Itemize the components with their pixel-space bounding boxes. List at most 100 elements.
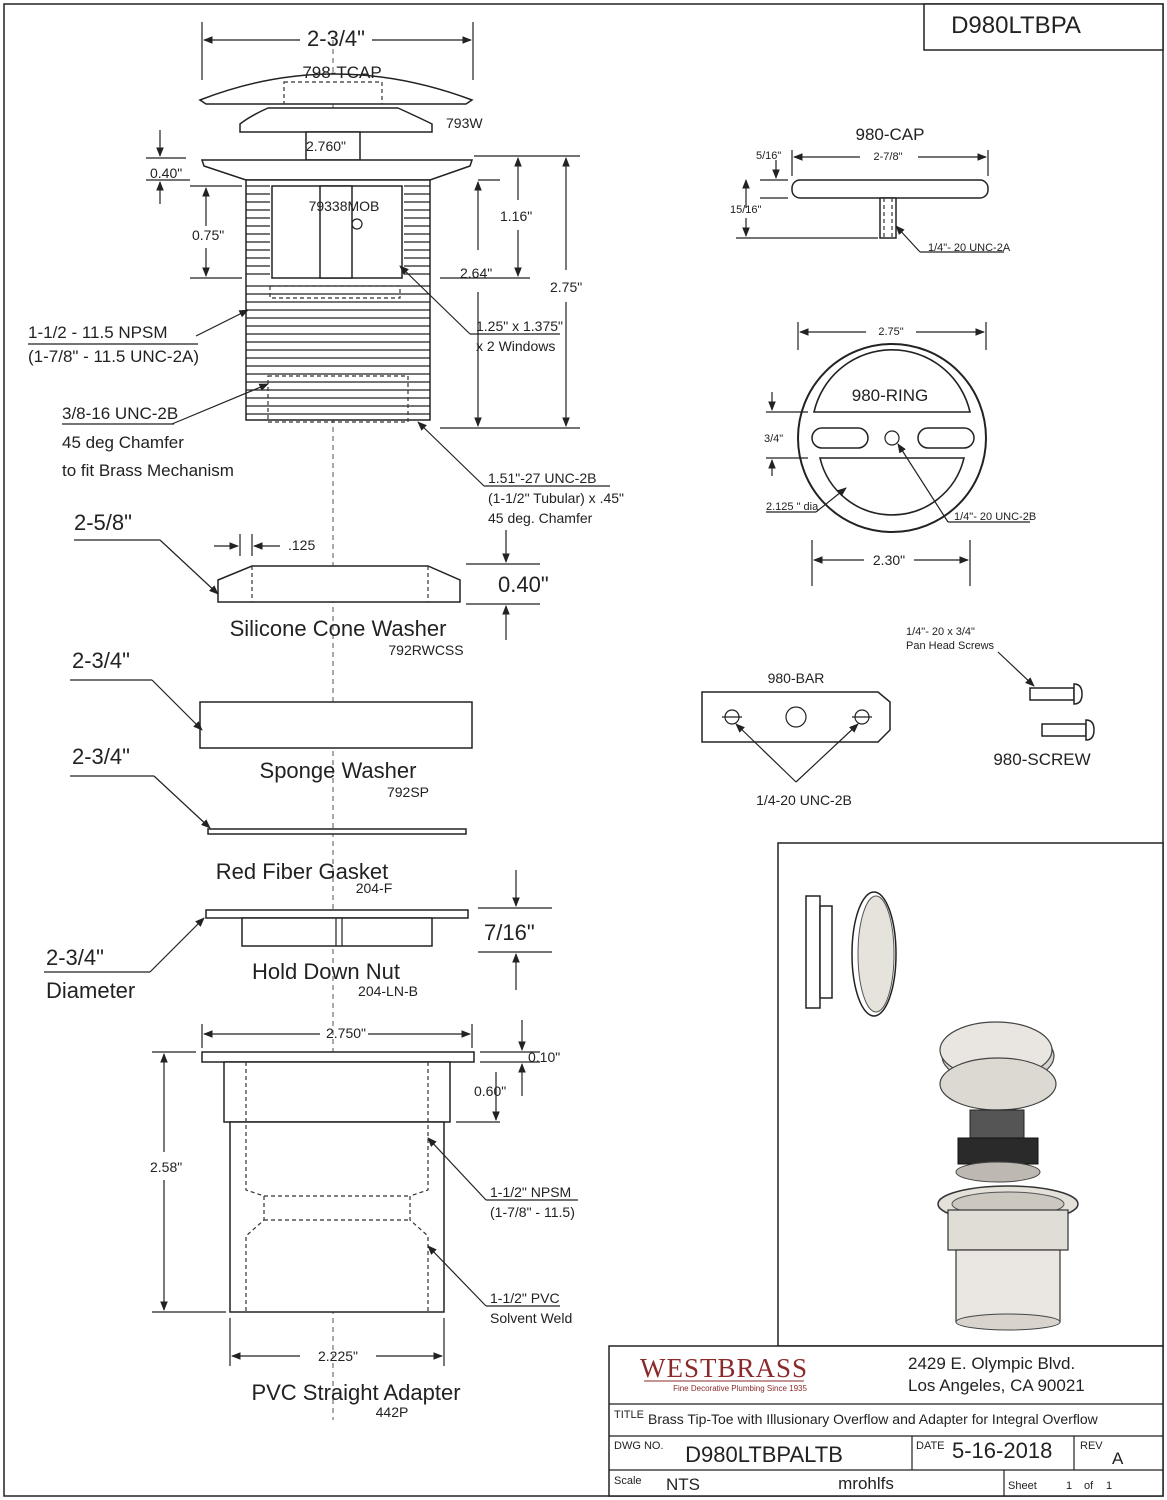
body-label: 79338MOB <box>309 198 380 214</box>
adapter-height-dim: 2.58" <box>150 1159 182 1175</box>
sheet-of: of <box>1084 1480 1094 1492</box>
cap-980-thread: 1/4"- 20 UNC-2A <box>928 242 1011 254</box>
address-line-2: Los Angeles, CA 90021 <box>908 1376 1085 1395</box>
drawn-by: mrohlfs <box>838 1474 894 1493</box>
cap-980-thick: 5/16" <box>756 150 781 162</box>
dim-264: 2.64" <box>460 265 492 281</box>
adapter-pvc-1: 1-1/2" PVC <box>490 1290 560 1306</box>
screw-name: 980-SCREW <box>993 750 1090 769</box>
sponge-washer-code: 792SP <box>387 784 429 800</box>
ring-dim-34: 3/4" <box>764 433 783 445</box>
bar-980: 980-BAR 1/4-20 UNC-2B <box>701 670 891 808</box>
chamfer-label-1: 3/8-16 UNC-2B <box>62 404 178 423</box>
address-line-1: 2429 E. Olympic Blvd. <box>908 1354 1075 1373</box>
nut-dim: 2-3/4" <box>46 945 104 970</box>
hold-down-nut: 2-3/4" Diameter 7/16" Hold Down Nut 204-… <box>44 870 552 1003</box>
cone-washer-code: 792RWCSS <box>388 642 463 658</box>
screw-980: 1/4"- 20 x 3/4" Pan Head Screws 980-SCRE… <box>906 626 1095 769</box>
cone-washer-height: 0.40" <box>498 572 549 597</box>
adapter-top-dim: 2.750" <box>326 1025 366 1041</box>
date-label: DATE <box>916 1440 945 1452</box>
bar-thread: 1/4-20 UNC-2B <box>756 792 852 808</box>
cone-washer-thickness: .125 <box>288 537 315 553</box>
bottom-label-3: 45 deg. Chamfer <box>488 510 593 526</box>
title-label: TITLE <box>614 1409 644 1421</box>
adapter-flange-dim: 0.10" <box>528 1049 560 1065</box>
sheet-total: 1 <box>1106 1480 1112 1492</box>
flange-shape <box>200 159 474 181</box>
rev-value: A <box>1112 1449 1124 1468</box>
ring-name: 980-RING <box>852 386 929 405</box>
nut-dim-note: Diameter <box>46 978 135 1003</box>
ring-bottom: 2.30" <box>873 552 905 568</box>
ring-outer <box>797 343 987 533</box>
ring-width: 2.75" <box>878 326 903 338</box>
product-3d-view <box>777 842 1164 1347</box>
sheet-label: Sheet <box>1008 1480 1037 1492</box>
drawing-number: D980LTBPA <box>951 12 1081 39</box>
drain-width-dim: 2-3/4" <box>307 26 365 51</box>
cap-shape <box>198 73 474 105</box>
thread-label-2: (1-7/8" - 11.5 UNC-2A) <box>28 347 199 366</box>
gasket-dim: 2-3/4" <box>72 744 130 769</box>
date-value: 5-16-2018 <box>952 1438 1052 1463</box>
title-block: WESTBRASS Fine Decorative Plumbing Since… <box>608 1345 1164 1497</box>
dwg-label: DWG NO. <box>614 1440 664 1452</box>
sponge-washer-name: Sponge Washer <box>260 758 417 783</box>
cap-980: 980-CAP 2-7/8" 5/16" 15/16" 1/4"- 20 UNC… <box>730 125 1011 254</box>
adapter-npsm-1: 1-1/2" NPSM <box>490 1184 571 1200</box>
washer-shape <box>239 107 433 133</box>
scale-value: NTS <box>666 1475 700 1494</box>
dim-275: 2.75" <box>550 279 582 295</box>
ring-980: 2.75" 980-RING 3/4" 2.125 " dia 1/4"- 20… <box>764 322 1036 586</box>
drawing-number-box: D980LTBPA <box>923 3 1164 51</box>
ring-thread: 1/4"- 20 UNC-2B <box>954 511 1036 523</box>
adapter-pvc-2: Solvent Weld <box>490 1310 572 1326</box>
nut-name: Hold Down Nut <box>252 959 400 984</box>
sponge-washer: 2-3/4" Sponge Washer 792SP <box>70 648 473 800</box>
cap-980-width: 2-7/8" <box>874 151 903 163</box>
adapter-name: PVC Straight Adapter <box>251 1380 460 1405</box>
washer-label: 793W <box>446 115 483 131</box>
rev-label: REV <box>1080 1440 1103 1452</box>
windows-label-2: x 2 Windows <box>476 338 555 354</box>
dim-116: 1.16" <box>500 208 532 224</box>
bottom-label-2: (1-1/2" Tubular) x .45" <box>488 490 624 506</box>
cone-washer-name: Silicone Cone Washer <box>230 616 447 641</box>
cone-washer: 2-5/8" .125 0.40" Silicone Cone Washer 7… <box>74 510 549 658</box>
thread-label-1: 1-1/2 - 11.5 NPSM <box>28 323 168 342</box>
adapter-bottom-dim: 2.225" <box>318 1348 358 1364</box>
sponge-washer-dim: 2-3/4" <box>72 648 130 673</box>
ring-dia: 2.125 " dia <box>766 501 819 513</box>
nut-height: 7/16" <box>484 920 535 945</box>
adapter-npsm-2: (1-7/8" - 11.5) <box>490 1204 575 1220</box>
bottom-label-1: 1.51"-27 UNC-2B <box>488 470 596 486</box>
adapter-depth-dim: 0.60" <box>474 1083 506 1099</box>
drain-assembly: 2-3/4" 798-TCAP 793W 2.760" 0.40" <box>28 22 624 526</box>
sheet-number: 1 <box>1066 1480 1072 1492</box>
dwg-number: D980LTBPALTB <box>685 1442 843 1467</box>
bar-name: 980-BAR <box>768 670 825 686</box>
window-height-dim: 0.75" <box>192 227 224 243</box>
screw-spec-2: Pan Head Screws <box>906 640 995 652</box>
flange-height-dim: 0.40" <box>150 165 182 181</box>
pvc-adapter: 2.750" 0.10" 0.60" 2.58" 1-1/2" NPSM (1-… <box>150 1020 578 1420</box>
red-fiber-gasket: 2-3/4" Red Fiber Gasket 204-F <box>70 744 467 896</box>
screw-spec-1: 1/4"- 20 x 3/4" <box>906 626 975 638</box>
windows-label-1: 1.25" x 1.375" <box>476 318 563 334</box>
gasket-code: 204-F <box>356 880 393 896</box>
chamfer-label-2: 45 deg Chamfer <box>62 433 184 452</box>
gasket-name: Red Fiber Gasket <box>216 859 388 884</box>
brand-tagline: Fine Decorative Plumbing Since 1935 <box>673 1384 807 1393</box>
cap-980-height: 15/16" <box>730 204 762 216</box>
adapter-code: 442P <box>376 1404 409 1420</box>
drawing-title: Brass Tip-Toe with Illusionary Overflow … <box>648 1411 1099 1427</box>
scale-label: Scale <box>614 1475 642 1487</box>
chamfer-label-3: to fit Brass Mechanism <box>62 461 234 480</box>
cone-washer-dim: 2-5/8" <box>74 510 132 535</box>
cap-label: 798-TCAP <box>302 63 381 82</box>
flange-dim: 2.760" <box>306 138 346 154</box>
sheet-border <box>3 3 1164 1497</box>
cap-980-name: 980-CAP <box>856 125 925 144</box>
